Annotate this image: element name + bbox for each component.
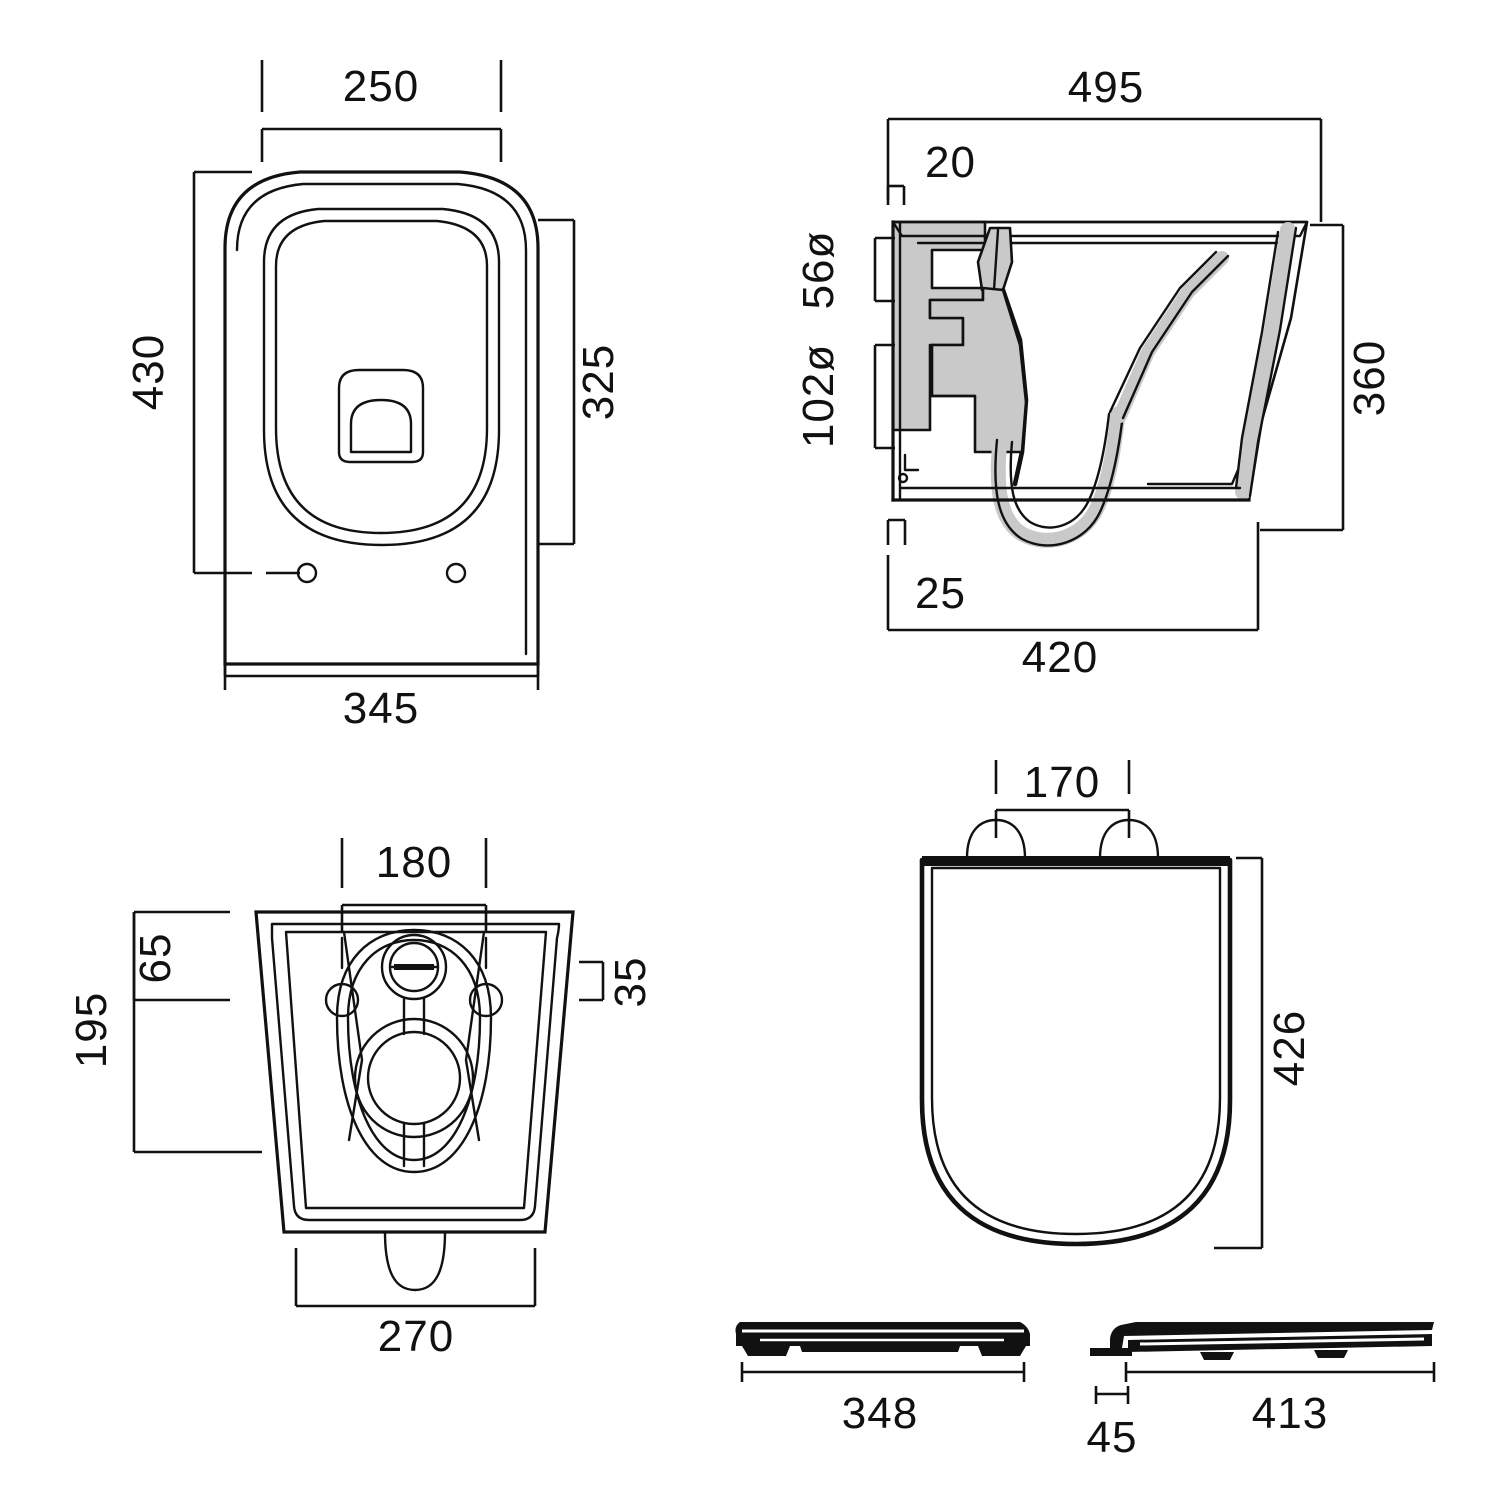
seat-front-profile-foot-left [742, 1346, 790, 1356]
seat-side-hinge-tab [1090, 1348, 1132, 1356]
section-rim-band [891, 220, 1309, 238]
dim-seat-348 [740, 1362, 1026, 1382]
seat-front-profile-foot-centre [800, 1346, 960, 1352]
dim-label-420: 420 [1022, 633, 1098, 682]
rear-spigot [383, 1230, 447, 1292]
section-right-wall-inner [1234, 230, 1280, 490]
dim-label-195: 195 [67, 992, 116, 1068]
rear-fixing-hole-left [324, 982, 360, 1018]
view-rear: 180 65 195 35 270 [67, 838, 655, 1361]
rear-flush-hole-inner [388, 941, 440, 993]
section-bowl-right-outer [1121, 254, 1230, 420]
view-seat-front-profile: 348 [735, 1322, 1030, 1438]
section-inlet-duct-centre [992, 228, 1000, 292]
dim-plan-325 [538, 218, 576, 546]
plan-rim-inner [235, 182, 528, 656]
dim-section-420 [886, 522, 1260, 632]
section-trap-outer [994, 412, 1125, 547]
section-bowl-right-highlight [1113, 251, 1229, 423]
seat-front-profile-body [735, 1322, 1030, 1346]
dim-label-102: 102ø [794, 344, 843, 448]
plan-fixing-hole-right [445, 562, 467, 584]
dim-plan-250 [260, 60, 503, 162]
dim-label-413: 413 [1252, 1389, 1328, 1438]
dim-plan-430 [192, 170, 300, 575]
dim-seat-413 [1124, 1362, 1436, 1382]
dim-label-20: 20 [925, 138, 976, 187]
dim-label-25: 25 [915, 569, 966, 618]
plan-inlet-dome [349, 398, 413, 454]
dim-label-345: 345 [343, 684, 419, 733]
view-section: 495 20 56ø 102ø 360 [794, 63, 1394, 682]
plan-inlet-outer [337, 368, 425, 464]
section-right-wall-highlight [1235, 222, 1296, 500]
dim-plan-345 [223, 655, 540, 690]
seat-outline-inner [930, 866, 1222, 1236]
dim-section-102 [873, 343, 895, 450]
dim-rear-35 [579, 960, 605, 1002]
dim-label-325: 325 [574, 344, 623, 420]
rear-outlet-loop-outer [335, 928, 493, 1174]
plan-bowl-inner [274, 219, 489, 535]
rear-body-inner [270, 922, 561, 1222]
dim-label-170: 170 [1024, 758, 1100, 807]
plan-bowl-outer [262, 207, 501, 547]
view-seat-side-profile: 413 45 [1087, 1322, 1436, 1462]
seat-outline [919, 857, 1233, 1247]
section-bowl-right-inner [1108, 250, 1218, 414]
rear-shape-left [342, 930, 364, 1142]
section-trap-highlight [990, 406, 1126, 548]
rear-outlet-circle-inner [366, 1030, 462, 1126]
dim-label-35: 35 [606, 957, 655, 1008]
dim-seat-426 [1214, 856, 1264, 1250]
dim-label-250: 250 [343, 62, 419, 111]
section-small-hole [897, 472, 909, 484]
seat-hinge-bar [922, 856, 1230, 866]
seat-front-profile-foot-right [978, 1346, 1026, 1356]
dim-rear-270 [294, 1248, 537, 1308]
dim-label-180: 180 [376, 838, 452, 887]
rear-outlet-circle-outer [353, 1017, 475, 1139]
dim-section-25 [886, 518, 907, 545]
plan-pan-outline [223, 170, 540, 666]
section-block-ledge-2 [903, 453, 920, 472]
view-plan: 250 430 325 345 [124, 60, 623, 733]
dim-section-56 [873, 236, 895, 303]
rear-body-outline [254, 910, 575, 1234]
dim-rear-180 [340, 838, 488, 932]
dim-label-56: 56ø [794, 231, 843, 310]
rear-outlet-loop-inner [346, 938, 482, 1162]
rear-fixing-hole-right [468, 982, 504, 1018]
seat-side-lid [1110, 1322, 1434, 1348]
rear-flush-slot-fill [394, 964, 434, 970]
section-base-step [1146, 468, 1240, 486]
seat-side-groove [1139, 1337, 1425, 1346]
seat-side-bumper-left [1200, 1352, 1234, 1360]
seat-side-bumper-right [1314, 1350, 1348, 1358]
rear-flush-hole-outer [380, 933, 448, 1001]
section-right-wall-outer [1248, 226, 1298, 498]
view-seat-plan: 170 426 [919, 758, 1314, 1250]
dim-label-430: 430 [124, 334, 173, 410]
dim-label-270: 270 [378, 1312, 454, 1361]
section-trap-inner [1009, 412, 1111, 529]
dim-label-360: 360 [1345, 340, 1394, 416]
dim-rear-195 [132, 912, 262, 1154]
dim-label-426: 426 [1265, 1010, 1314, 1086]
dim-label-348: 348 [842, 1389, 918, 1438]
dim-seat-45 [1094, 1386, 1130, 1404]
dim-label-45: 45 [1087, 1413, 1138, 1462]
dim-seat-170 [994, 760, 1131, 838]
dim-section-20 [886, 184, 906, 205]
rear-shape-right [464, 930, 486, 1142]
dim-section-360 [1260, 223, 1345, 532]
rear-body-inner2 [284, 930, 548, 1210]
dim-label-65: 65 [131, 933, 180, 984]
dim-label-495: 495 [1068, 63, 1144, 112]
